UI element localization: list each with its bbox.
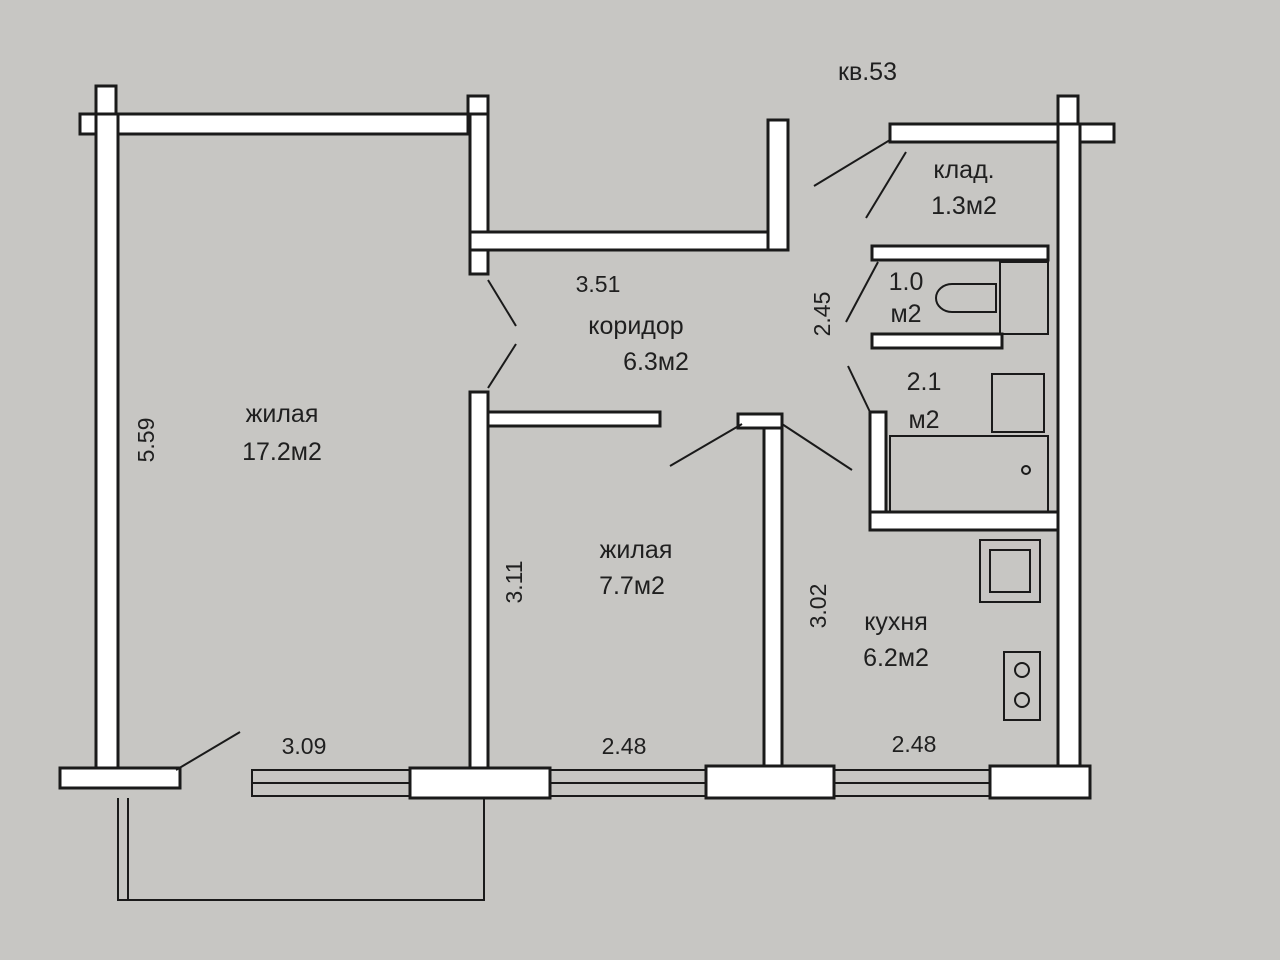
wall-bath-bottom [868,510,1060,532]
washbasin-icon [991,373,1045,433]
door-storage-outer [813,139,891,187]
room-name-living-small: жилая [600,536,673,564]
bathroom-area-value: 2.1 [907,368,942,396]
wall-niche-right [766,118,790,252]
toilet-area-unit: м2 [890,300,921,328]
wall-toilet-top [870,244,1050,262]
room-area-storage: 1.3м2 [931,192,997,220]
stove-icon [1003,651,1041,721]
labels: кв.53 жилая 17.2м2 коридор 6.3м2 жилая 7… [133,58,997,759]
wall-bath-left [868,410,888,514]
dim-kitchen-height: 3.02 [805,584,831,629]
toilet-area-value: 1.0 [889,268,924,296]
bathroom-area-unit: м2 [908,406,939,434]
fixtures [889,261,1049,721]
stove-burner-icon [1014,662,1030,678]
wall-toilet-bottom [870,332,1004,350]
wall-top-left [78,112,490,136]
room-name-storage: клад. [933,156,994,184]
wall-bottom-segment-2 [704,764,836,800]
toilet-bowl-icon [935,283,997,313]
door-bathroom [847,365,871,413]
kitchen-sink-icon [979,539,1041,603]
dim-kitchen-width: 2.48 [892,731,937,757]
room-name-corridor: коридор [588,312,683,340]
room-area-corridor: 6.3м2 [623,348,689,376]
wall-niche-bottom [468,230,790,252]
room-name-kitchen: кухня [864,608,928,636]
wall-right [1056,122,1082,788]
dim-living-large-height: 5.59 [133,418,159,463]
door-balcony [175,731,241,771]
room-area-kitchen: 6.2м2 [863,644,929,672]
dim-corridor-height: 2.45 [809,292,835,337]
wall-partition-lower [468,390,490,786]
bathtub-icon [889,435,1049,513]
door-large-room-lower [487,343,517,389]
dim-corridor-width: 3.51 [576,271,621,297]
kitchen-sink-basin [989,549,1031,593]
bathtub-drain-icon [1021,465,1031,475]
balcony-outline [117,798,485,901]
stove-burner-icon [1014,692,1030,708]
door-storage-inner [865,151,907,219]
dim-living-small-height: 3.11 [501,560,527,603]
door-small-room [669,423,743,467]
wall-door-jamb [736,412,784,430]
doors [175,139,907,771]
wall-partition-kitchen [762,412,784,786]
wall-bottom-segment-3 [988,764,1092,800]
wall-closet-shelf [486,410,662,428]
wall-left [94,112,120,786]
door-large-room-upper [487,279,517,327]
wall-bottom-segment-1 [408,766,552,800]
wall-left-bottom-stub [58,766,182,790]
dim-living-small-width: 2.48 [602,733,647,759]
room-area-living-small: 7.7м2 [599,572,665,600]
door-kitchen [781,423,853,471]
windows [251,769,991,797]
apartment-number: кв.53 [838,58,897,86]
walls [58,84,1116,800]
dim-living-large-width: 3.09 [282,733,327,759]
room-area-living-large: 17.2м2 [242,438,322,466]
door-toilet [845,261,879,323]
room-name-living-large: жилая [246,400,319,428]
balcony [117,798,485,901]
toilet-cistern [999,261,1049,335]
